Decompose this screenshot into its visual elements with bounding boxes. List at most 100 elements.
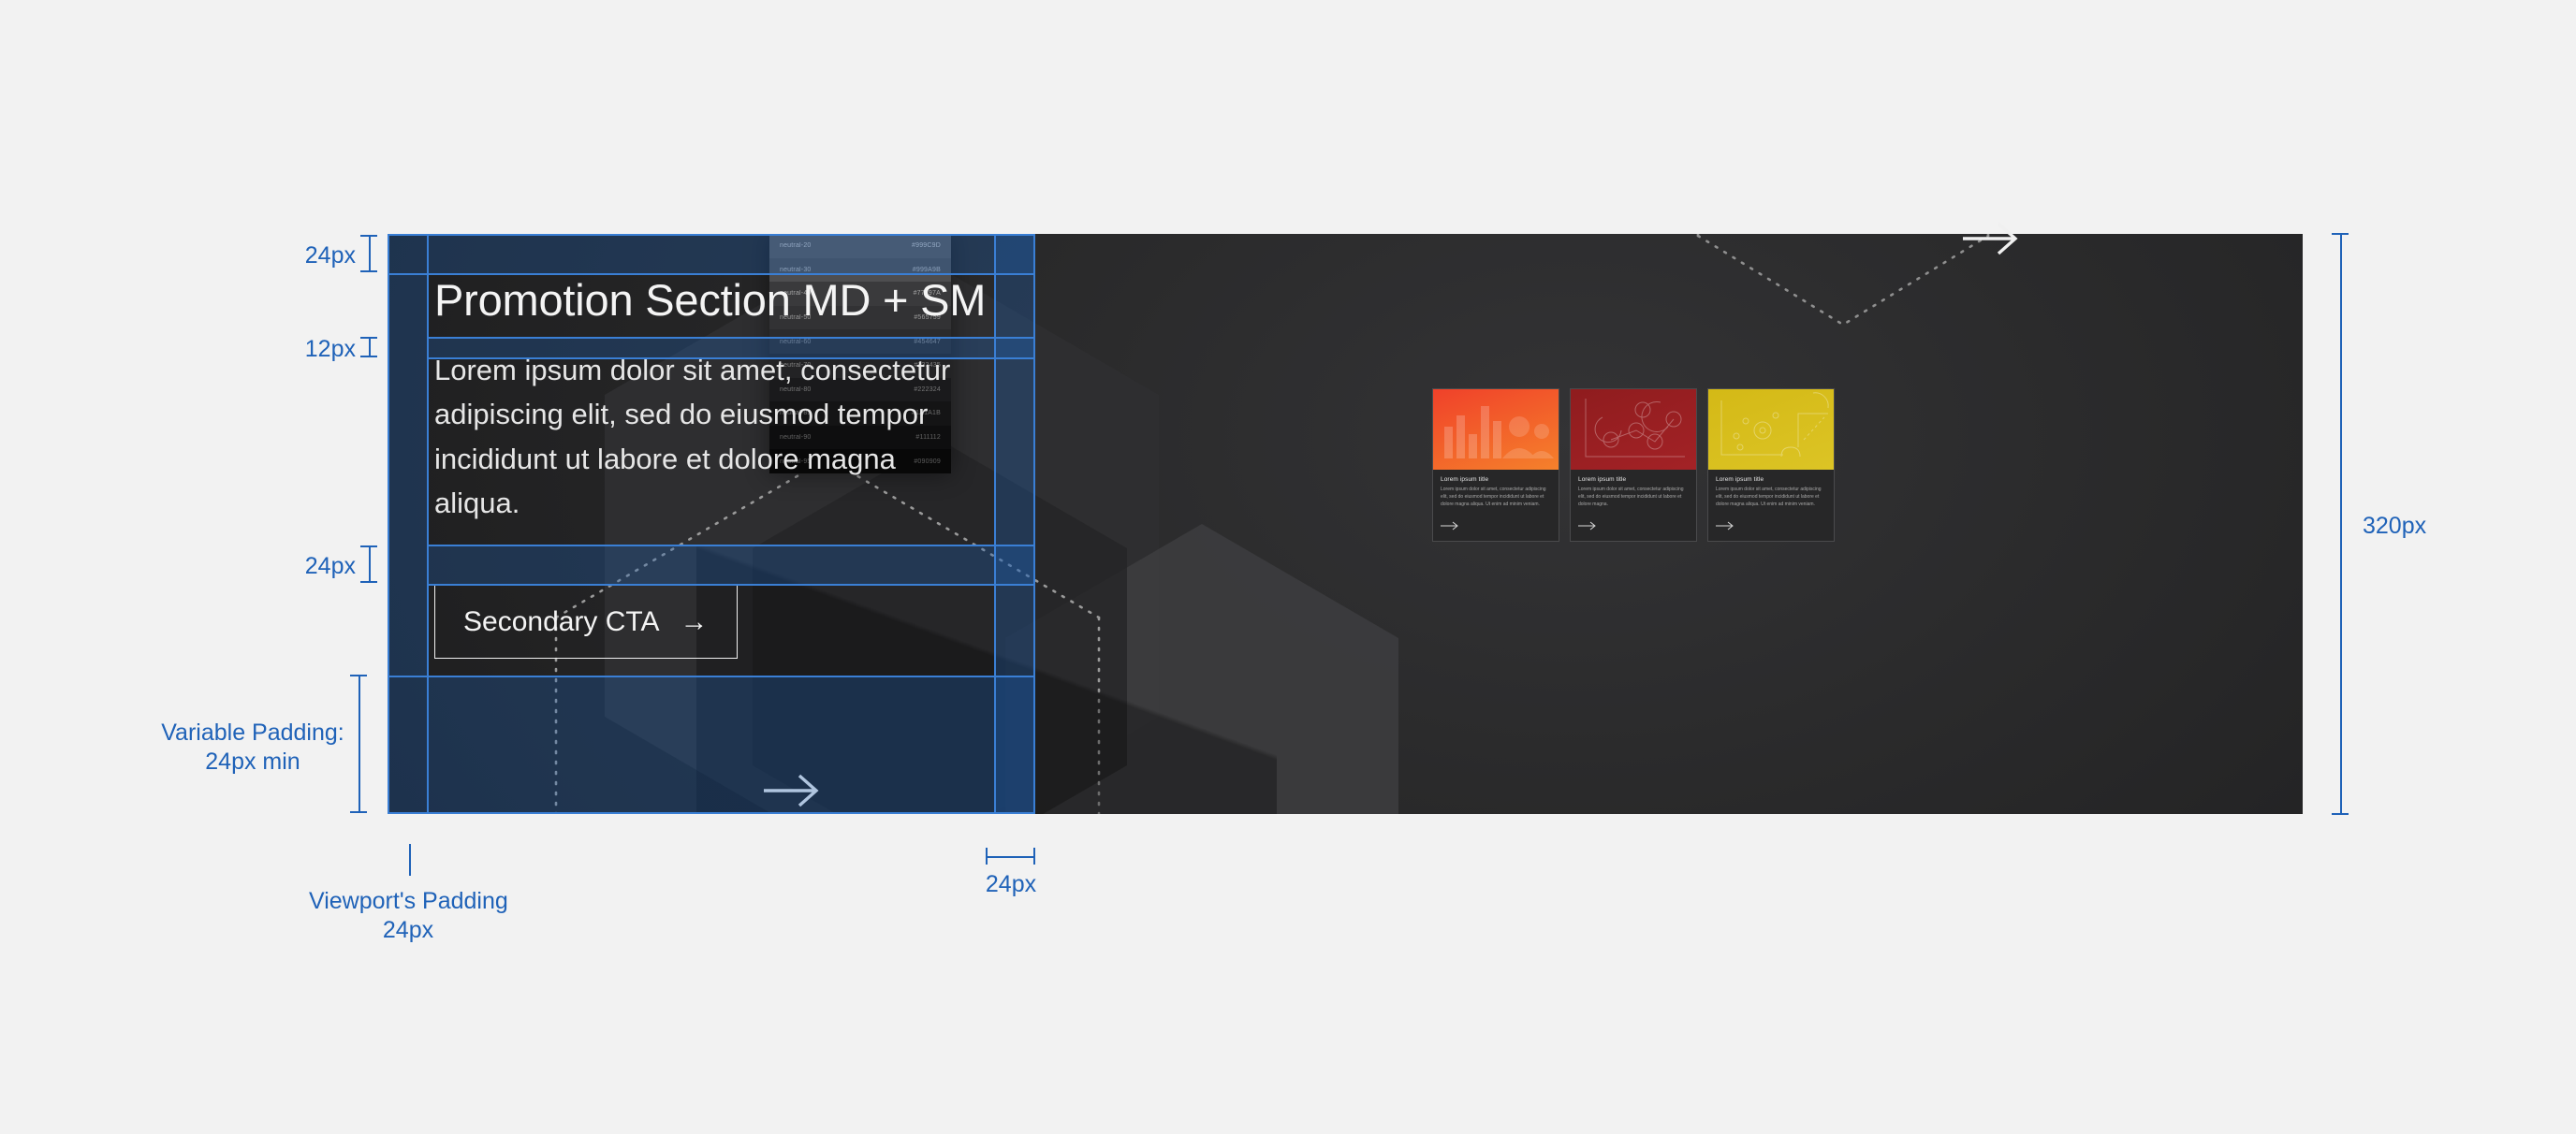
overlay-line-bottom — [388, 812, 1033, 814]
overlay-viewport-padding-right — [994, 234, 1033, 814]
card-description: Lorem ipsum dolor sit amet, consectetur … — [1716, 487, 1822, 507]
card-thumbnail — [1571, 389, 1696, 470]
anno-right-padding-cap-right — [1033, 848, 1035, 865]
palette-row-hex: #111112 — [915, 434, 941, 442]
palette-row-hex: #090909 — [914, 458, 941, 465]
palette-row-hex: #1A1A1B — [912, 410, 941, 417]
anno-body-gap-bar — [369, 546, 371, 582]
palette-row: neutral-95#090909 — [769, 449, 951, 473]
palette-row-hex: #999C9D — [912, 242, 941, 250]
palette-row-hex: #222324 — [914, 385, 941, 393]
anno-right-padding: 24px — [985, 871, 1037, 897]
palette-row-name: neutral-20 — [780, 242, 812, 250]
overlay-line-right-edge — [1033, 234, 1035, 814]
palette-row-name: neutral-85 — [780, 410, 812, 417]
anno-variable-padding: Variable Padding: 24px min — [161, 720, 344, 776]
anno-heading-gap: 12px — [304, 336, 356, 362]
anno-viewport-padding-tick — [409, 844, 411, 876]
anno-right-padding-bar — [987, 856, 1035, 858]
overlay-viewport-padding-left — [388, 234, 427, 814]
promotion-body-text: Lorem ipsum dolor sit amet, consectetur … — [434, 354, 951, 520]
overlay-line-body-top — [427, 357, 1033, 359]
overlay-line-after-top-pad — [388, 273, 1033, 275]
palette-row: neutral-80 #222324 — [769, 377, 951, 402]
anno-top-padding-cap-top — [360, 235, 377, 237]
palette-row: neutral-40 #77797A — [769, 282, 951, 306]
arrow-right-icon[interactable] — [1716, 518, 1826, 535]
palette-row: neutral-20 #999C9D — [769, 234, 951, 258]
page-title: Promotion Section MD + SM — [434, 275, 987, 325]
anno-viewport-padding: Viewport's Padding 24px — [309, 888, 508, 944]
palette-row-name: neutral-60 — [780, 338, 812, 345]
palette-row-hex: #333435 — [914, 362, 941, 370]
overlay-top-padding — [427, 234, 1033, 273]
palette-row-name: neutral-70 — [780, 362, 812, 370]
overlay-body-gap — [427, 545, 1033, 584]
palette-row: neutral-85 #1A1A1B — [769, 401, 951, 426]
overlay-line-heading-bottom — [427, 337, 1033, 339]
anno-body-gap: 24px — [304, 553, 356, 579]
palette-row-name: neutral-50 — [780, 314, 812, 322]
arrow-right-icon-bottom — [762, 772, 827, 814]
arrow-right-icon-topright — [1961, 220, 2027, 262]
card-title: Lorem ipsum title — [1578, 476, 1627, 483]
anno-heading-gap-cap-bottom — [360, 356, 377, 357]
anno-top-padding: 24px — [304, 242, 356, 269]
overlay-line-content-left — [427, 234, 429, 814]
overlay-variable-padding — [427, 676, 1033, 814]
shadow-wedge — [696, 505, 1277, 814]
palette-row: neutral-60 #454647 — [769, 329, 951, 354]
palette-row-hex: #999A9B — [912, 266, 941, 273]
overlay-line-top — [388, 234, 1033, 236]
arrow-right-icon: → — [680, 605, 709, 637]
arrow-right-icon[interactable] — [1441, 518, 1551, 535]
card-thumbnail — [1433, 389, 1559, 470]
anno-banner-height-bar — [2340, 234, 2342, 814]
card-title: Lorem ipsum title — [1441, 476, 1489, 483]
overlay-line-cta-top — [427, 584, 1033, 586]
arrow-right-icon[interactable] — [1578, 518, 1689, 535]
anno-heading-gap-bar — [369, 338, 371, 356]
overlay-line-body-bottom — [427, 545, 1033, 546]
palette-row-name: neutral-40 — [780, 290, 812, 298]
palette-row-name: neutral-80 — [780, 385, 812, 393]
palette-row-hex: #77797A — [913, 290, 941, 298]
anno-banner-height: 320px — [2363, 513, 2427, 539]
palette-row: neutral-30#999A9B — [769, 257, 951, 283]
anno-variable-padding-cap-bottom — [350, 811, 367, 813]
anno-body-gap-cap-bottom — [360, 581, 377, 583]
anno-banner-height-cap-bottom — [2332, 813, 2349, 815]
card-title: Lorem ipsum title — [1716, 476, 1764, 483]
card-description: Lorem ipsum dolor sit amet, consectetur … — [1578, 487, 1684, 507]
anno-variable-padding-cap-top — [350, 675, 367, 676]
overlay-line-content-right — [994, 234, 996, 814]
palette-row-hex: #565759 — [914, 314, 941, 322]
anno-right-padding-cap-left — [986, 848, 988, 865]
overlay-line-cta-bottom — [388, 676, 1033, 677]
anno-top-padding-bar — [369, 236, 371, 271]
anno-heading-gap-cap-top — [360, 337, 377, 339]
card-description: Lorem ipsum dolor sit amet, consectetur … — [1441, 487, 1546, 507]
hexagon-dotted-guide-lower — [547, 234, 1314, 814]
anno-banner-height-cap-top — [2332, 233, 2349, 235]
palette-row: neutral-90#111112 — [769, 425, 951, 450]
card-thumbnail — [1708, 389, 1834, 470]
secondary-cta-button[interactable]: Secondary CTA → — [434, 585, 738, 659]
anno-variable-padding-bar — [359, 676, 360, 812]
overlay-line-left-edge — [388, 234, 389, 814]
palette-row-hex: #454647 — [914, 338, 941, 345]
secondary-cta-label: Secondary CTA — [463, 605, 660, 637]
overlay-heading-gap — [427, 337, 1033, 357]
anno-top-padding-cap-bottom — [360, 270, 377, 272]
palette-row: neutral-50 #565759 — [769, 305, 951, 330]
anno-body-gap-cap-top — [360, 545, 377, 547]
